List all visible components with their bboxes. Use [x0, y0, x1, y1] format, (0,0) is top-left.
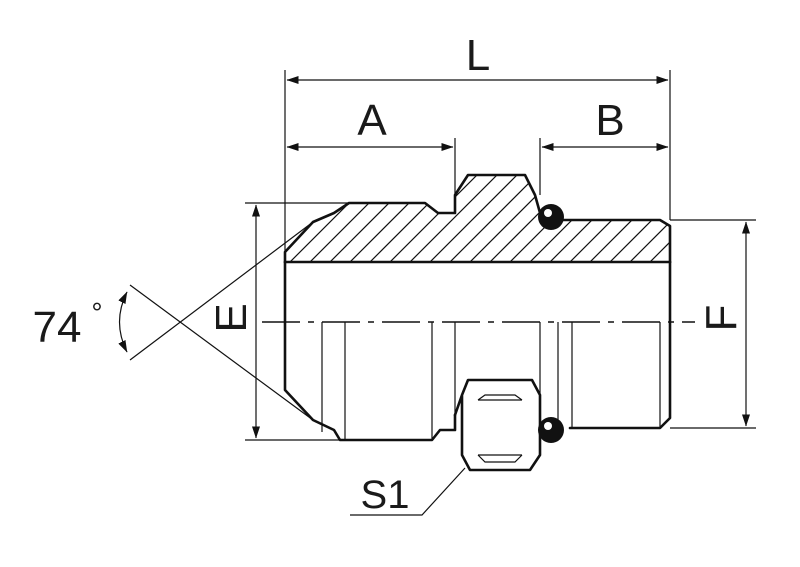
cone-angle-arc: [118, 291, 128, 353]
label-b: B: [595, 96, 624, 145]
label-angle-value: 74: [33, 303, 82, 352]
label-angle-unit: °: [91, 297, 102, 328]
label-e: E: [207, 303, 256, 332]
cone-angle-lines: [129, 221, 314, 421]
o-ring-lower: [538, 417, 564, 443]
hex-size-leader: [350, 467, 466, 516]
label-f: F: [697, 305, 746, 332]
label-s1: S1: [361, 473, 410, 517]
section-hatching: [285, 175, 670, 262]
label-a: A: [357, 96, 387, 145]
o-ring-upper: [538, 204, 564, 230]
label-l: L: [466, 31, 490, 80]
hex-nut: [453, 378, 542, 472]
extension-lines: [245, 70, 756, 441]
